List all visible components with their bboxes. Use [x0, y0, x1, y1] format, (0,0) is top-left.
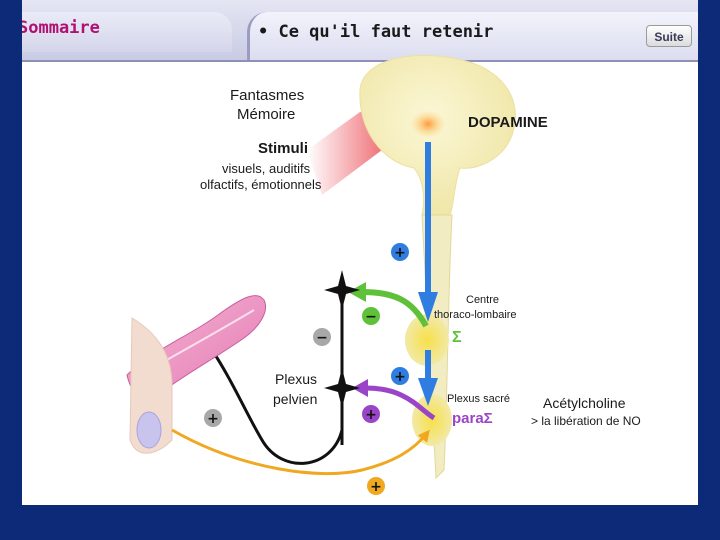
dopamine-nucleus — [410, 110, 446, 138]
plus-badge-gray: + — [204, 409, 222, 427]
testicle — [136, 411, 162, 449]
suite-button[interactable]: Suite — [646, 25, 692, 47]
svg-text:−: − — [365, 309, 377, 325]
para-sigma-label: paraΣ — [452, 410, 493, 427]
sigma-label: Σ — [452, 329, 462, 346]
green-pathway — [361, 289, 429, 328]
blue-tract-lower — [425, 350, 431, 380]
blue-arrowhead-upper — [418, 292, 438, 322]
acetylcholine-label: Acétylcholine — [543, 395, 626, 411]
page-title: • Ce qu'il faut retenir — [258, 22, 494, 42]
green-arrowhead — [348, 282, 366, 302]
svg-text:+: + — [365, 407, 377, 423]
svg-text:+: + — [370, 479, 382, 495]
minus-badge-green: − — [362, 307, 380, 325]
blue-arrowhead-lower — [418, 378, 438, 406]
memoire-label: Mémoire — [237, 106, 296, 123]
plus-badge-blue-lower: + — [391, 367, 409, 385]
svg-text:−: − — [316, 330, 328, 346]
stimuli-line2: olfactifs, émotionnels — [200, 177, 322, 192]
pelvic-plexus-star — [324, 368, 360, 408]
pelvien-label: pelvien — [273, 391, 318, 407]
svg-text:+: + — [394, 369, 406, 385]
slide: Sommaire • Ce qu'il faut retenir Suite — [22, 0, 698, 505]
sympathetic-synapse-star — [324, 270, 360, 310]
stimuli-line1: visuels, auditifs — [222, 161, 311, 176]
thoraco-lumbar-ganglion — [405, 314, 449, 366]
sommaire-tab — [22, 12, 232, 52]
plexus-sacre-label: Plexus sacré — [447, 393, 510, 405]
purple-pathway — [365, 385, 436, 421]
stimuli-label: Stimuli — [258, 140, 309, 157]
dopamine-label: DOPAMINE — [468, 114, 548, 131]
plus-badge-blue: + — [391, 243, 409, 261]
title-tab — [247, 12, 698, 60]
sacral-ganglion — [412, 394, 452, 446]
minus-badge-gray: − — [313, 328, 331, 346]
plus-badge-purple: + — [362, 405, 380, 423]
orange-pathway — [171, 428, 430, 476]
liberation-no-label: > la libération de NO — [531, 414, 641, 428]
svg-text:+: + — [394, 245, 406, 261]
plexus-label: Plexus — [275, 371, 318, 387]
fantasmes-label: Fantasmes — [230, 87, 305, 104]
neuro-diagram: + − − + + + + — [126, 54, 516, 495]
black-pathway — [210, 348, 344, 465]
thoraco-lombaire-label: thoraco-lombaire — [434, 309, 517, 321]
svg-text:+: + — [207, 411, 219, 427]
plus-badge-orange: + — [367, 477, 385, 495]
dopamine-tract — [425, 142, 431, 292]
centre-label: Centre — [466, 294, 500, 306]
sommaire-link[interactable]: Sommaire — [22, 18, 100, 38]
